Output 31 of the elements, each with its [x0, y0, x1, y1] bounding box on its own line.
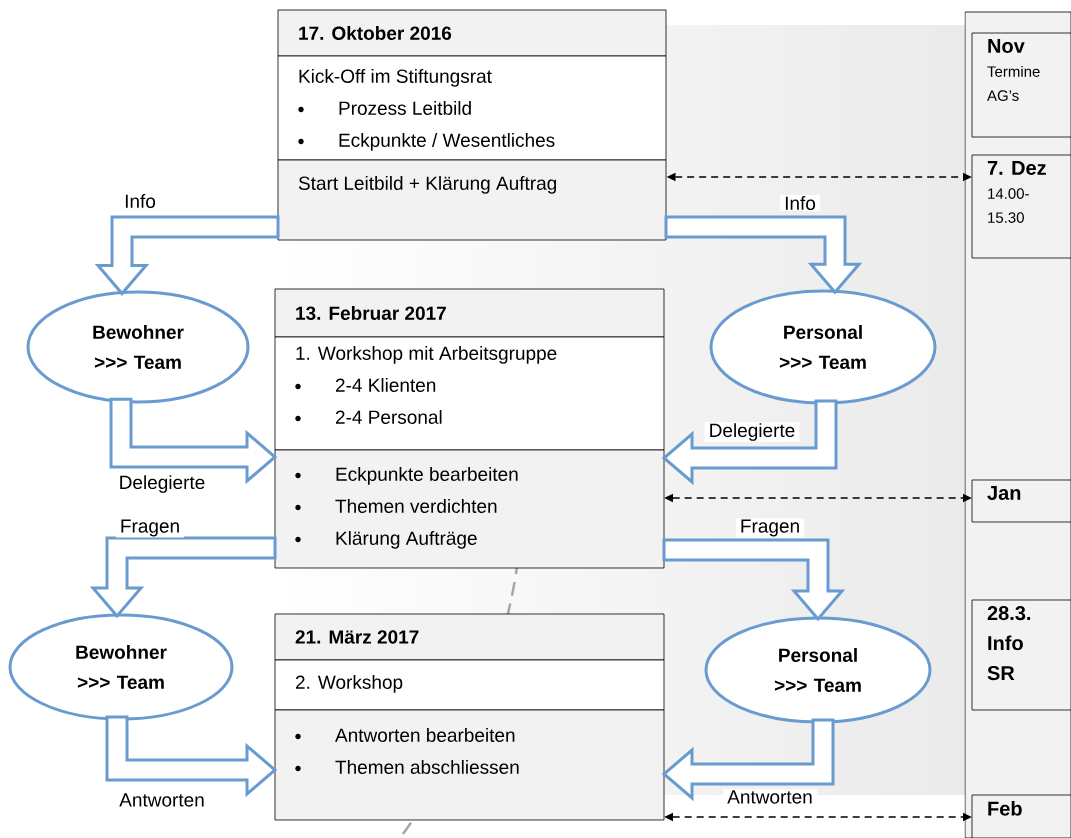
text-box: Eckpunkte bearbeiten Themen verdichten Klärung Aufträge [274, 449, 665, 569]
block-arrow [105, 715, 278, 798]
date-box: 7. Dez 14.00- 15.30 [971, 154, 1071, 259]
text-box: Antworten bearbeiten Themen abschliessen [274, 709, 665, 821]
date-header: 17. Oktober 2016 [277, 9, 667, 57]
edge-label: Antworten [115, 792, 209, 808]
edge-label: Delegierte [704, 422, 800, 442]
block-arrow [664, 215, 863, 295]
block-arrow [661, 399, 838, 486]
text-box: Start Leitbild + Klärung Auftrag [277, 159, 667, 241]
edge-label: Delegierte [114, 474, 210, 494]
text-box: 1. Workshop mit Arbeitsgruppe 2-4 Klienten 2-4 Personal [274, 336, 665, 451]
date-box: 28.3. Info SR [971, 599, 1071, 711]
text-box: 2. Workshop [274, 659, 665, 711]
dashed-arrow [664, 812, 972, 822]
block-arrow [94, 215, 280, 296]
block-arrow [662, 538, 846, 622]
date-box: Nov Termine AG’s [971, 32, 1071, 138]
date-box: Jan [971, 479, 1071, 523]
date-header: 13. Februar 2017 [274, 288, 665, 338]
edge-label: Fragen [735, 518, 805, 538]
date-header: 21. März 2017 [274, 613, 665, 661]
edge-label: Info [120, 193, 160, 209]
text-box: Kick-Off im Stiftungsrat Prozess Leitbild Eckpunkte / Wesentliches [277, 55, 667, 161]
edge-label: Antworten [723, 789, 817, 805]
block-arrow [89, 536, 277, 619]
date-box: Feb [971, 794, 1071, 838]
block-arrow [109, 397, 278, 485]
edge-label: Fragen [115, 518, 185, 538]
edge-label: Info [780, 195, 820, 211]
dashed-arrow [664, 493, 972, 503]
